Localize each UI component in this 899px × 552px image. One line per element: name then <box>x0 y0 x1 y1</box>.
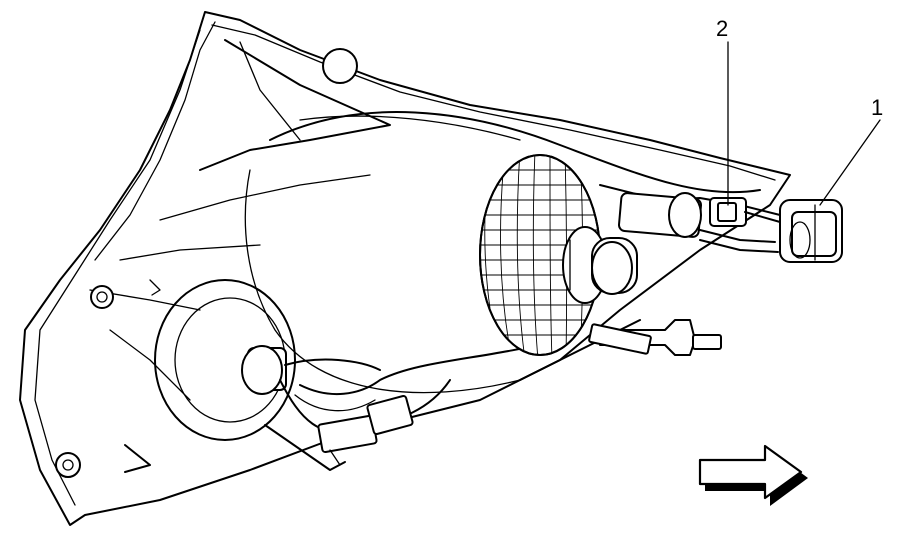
callout-leaders <box>727 41 881 206</box>
right-arrow-icon <box>698 444 808 506</box>
leader-line-1 <box>819 119 881 206</box>
callout-label-1: 1 <box>871 95 884 120</box>
wiring-harness <box>264 319 641 471</box>
callout-label-2: 2 <box>716 16 729 41</box>
upper-bulb-socket <box>599 184 781 253</box>
harness-connector <box>779 199 843 263</box>
lower-bulb-socket <box>154 279 381 441</box>
main-bulb-socket <box>562 226 638 304</box>
adjuster-rod <box>588 319 722 356</box>
lamp-housing <box>19 11 791 526</box>
